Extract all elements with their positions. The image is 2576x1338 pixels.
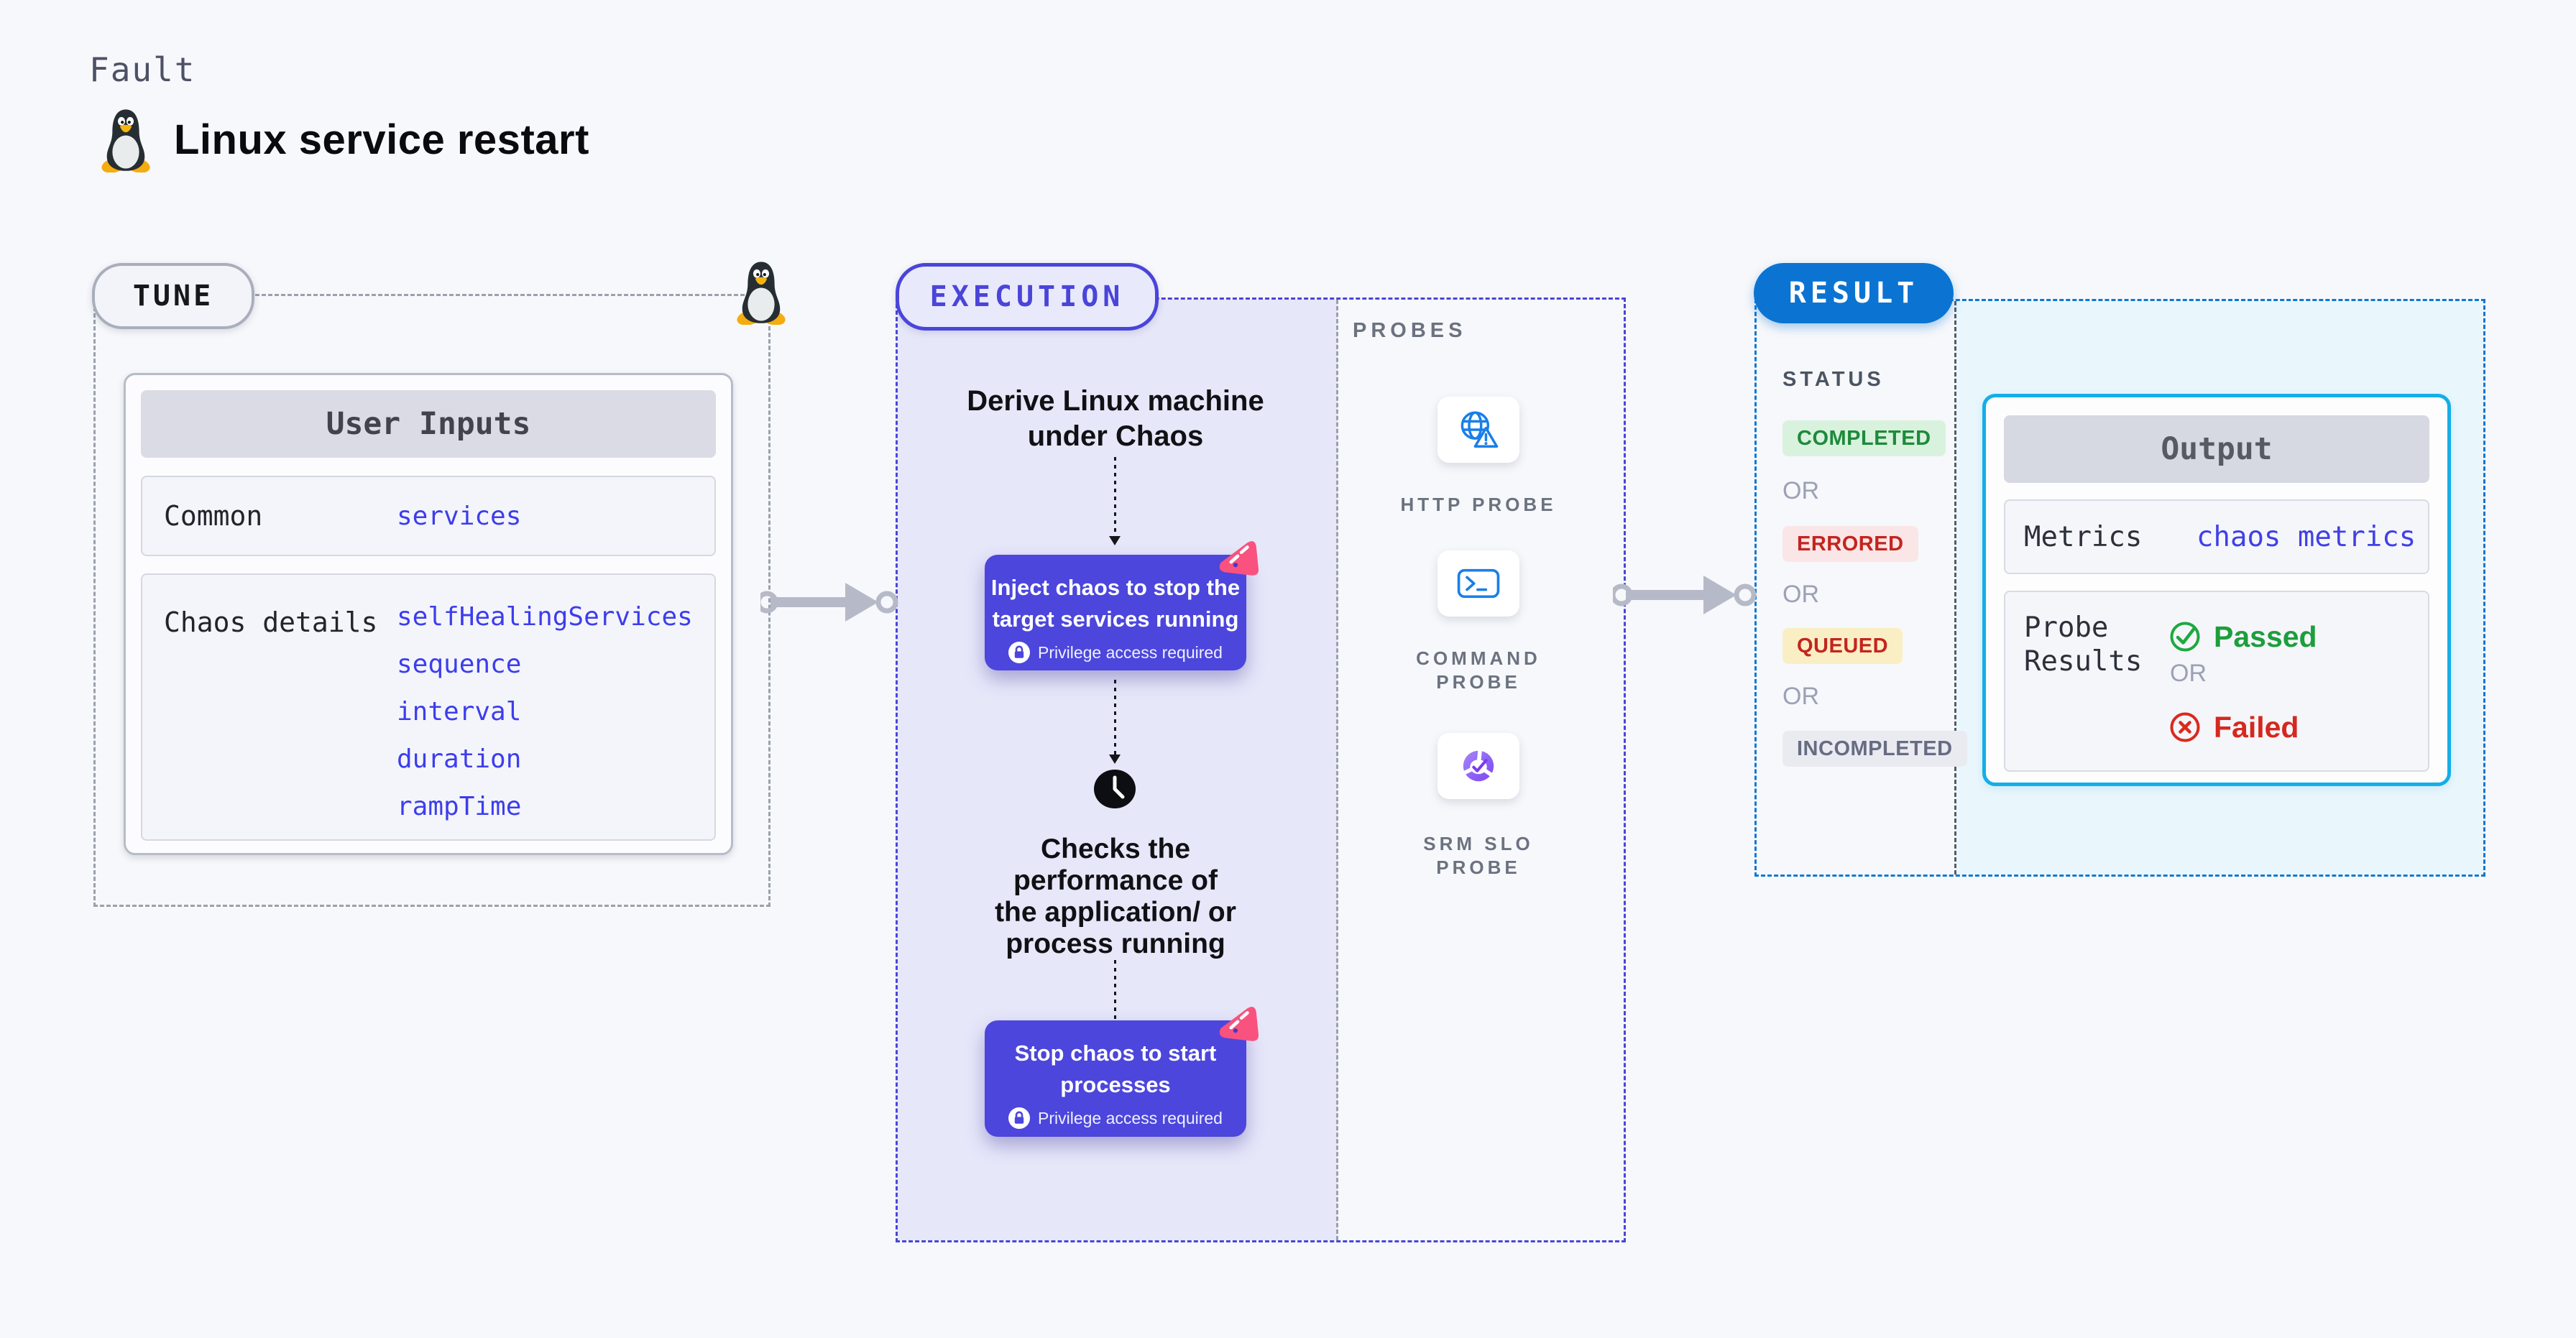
- stop-chaos-label: Stop chaos to start: [1014, 1041, 1217, 1066]
- status-badge-queued: QUEUED: [1782, 628, 1903, 664]
- arrow-down-icon: [1109, 680, 1121, 764]
- clock-icon: [1093, 769, 1136, 809]
- globe-alert-icon: [1460, 411, 1499, 448]
- input-link-duration[interactable]: duration: [397, 744, 522, 774]
- inject-chaos-label: target services running: [992, 606, 1239, 632]
- status-label: STATUS: [1782, 368, 1885, 391]
- user-inputs-card: User Inputs Common services Chaos detail…: [124, 373, 733, 855]
- input-row-label: Chaos details: [164, 606, 378, 638]
- input-link-ramptime[interactable]: rampTime: [397, 792, 522, 821]
- tux-penguin-icon: [735, 259, 788, 325]
- inject-chaos-label: Inject chaos to stop the: [990, 575, 1241, 600]
- result-pill: RESULT: [1754, 263, 1954, 323]
- or-separator: OR: [1782, 477, 1819, 504]
- stop-chaos-label: processes: [1060, 1072, 1171, 1097]
- privilege-label: Privilege access required: [1038, 642, 1223, 662]
- status-badge-incompleted: INCOMPLETED: [1782, 731, 1967, 767]
- input-link-sequence[interactable]: sequence: [397, 650, 522, 679]
- tux-penguin-icon: [99, 106, 152, 172]
- chaos-logo-icon: [1213, 1003, 1261, 1048]
- privilege-row: Privilege access required: [985, 1107, 1246, 1129]
- arrow-right-icon: [1613, 576, 1757, 614]
- probe-result-failed: Failed: [2168, 710, 2299, 744]
- lock-icon: [1008, 1107, 1030, 1129]
- input-link-interval[interactable]: interval: [397, 697, 522, 726]
- probe-results-label: Probe Results: [2024, 612, 2143, 678]
- status-badge-completed: COMPLETED: [1782, 420, 1946, 456]
- output-card: Output Metrics chaos metrics Probe Resul…: [1982, 394, 2451, 786]
- page-kicker: Fault: [89, 50, 196, 89]
- chaos-logo-icon: [1213, 537, 1261, 582]
- output-row-metrics: Metrics chaos metrics: [2004, 499, 2429, 574]
- user-inputs-header: User Inputs: [141, 390, 716, 458]
- input-link-selfhealingservices[interactable]: selfHealingServices: [397, 602, 693, 632]
- srm-slo-probe-card: [1438, 733, 1519, 799]
- page-title: Linux service restart: [174, 116, 589, 163]
- or-separator: OR: [1782, 581, 1819, 608]
- status-panel: STATUS COMPLETED OR ERRORED OR QUEUED OR…: [1754, 299, 1967, 872]
- execution-flow: Derive Linux machine under Chaos Inject …: [896, 297, 1335, 1238]
- execution-step1-text: Derive Linux machine under Chaos: [967, 385, 1264, 452]
- input-link-services[interactable]: services: [397, 501, 522, 531]
- slo-donut-icon: [1463, 749, 1494, 782]
- metrics-label: Metrics: [2024, 520, 2143, 553]
- execution-pill: EXECUTION: [896, 263, 1159, 331]
- input-row-chaos-details: Chaos details selfHealingServices sequen…: [141, 573, 716, 841]
- execution-probes-divider: [1336, 300, 1338, 1240]
- result-divider: [1954, 301, 1956, 875]
- http-probe-label: HTTP PROBE: [1400, 494, 1557, 515]
- x-circle-icon: [2170, 712, 2200, 742]
- lock-icon: [1008, 642, 1030, 663]
- chaos-metrics-link[interactable]: chaos metrics: [2196, 520, 2416, 553]
- http-probe-card: [1438, 397, 1519, 463]
- arrow-right-icon: [760, 583, 898, 622]
- or-separator: OR: [2170, 660, 2207, 687]
- terminal-icon: [1457, 568, 1500, 599]
- tune-section-box: [93, 294, 770, 907]
- probes-label: PROBES: [1353, 319, 1467, 342]
- privilege-label: Privilege access required: [1038, 1108, 1223, 1127]
- execution-step2-text: Checks the performance of the applicatio…: [995, 834, 1236, 959]
- arrow-down-icon: [1109, 960, 1121, 1031]
- input-row-label: Common: [164, 500, 263, 532]
- output-row-probe-results: Probe Results Passed OR Failed: [2004, 591, 2429, 772]
- tune-pill: TUNE: [92, 263, 254, 329]
- stop-chaos-step[interactable]: Stop chaos to start processes Privilege …: [985, 1020, 1246, 1137]
- inject-chaos-step[interactable]: Inject chaos to stop the target services…: [985, 555, 1246, 670]
- command-probe-card: [1438, 550, 1519, 617]
- probes-panel: PROBES HTTP PROBE: [1335, 297, 1622, 1238]
- privilege-row: Privilege access required: [985, 642, 1246, 663]
- output-header: Output: [2004, 415, 2429, 483]
- status-badge-errored: ERRORED: [1782, 526, 1918, 562]
- probe-result-passed: Passed: [2168, 619, 2317, 654]
- check-circle-icon: [2170, 622, 2200, 652]
- input-row-common: Common services: [141, 476, 716, 556]
- or-separator: OR: [1782, 683, 1819, 710]
- arrow-down-icon: [1109, 457, 1121, 545]
- page-title-row: Linux service restart: [99, 106, 589, 172]
